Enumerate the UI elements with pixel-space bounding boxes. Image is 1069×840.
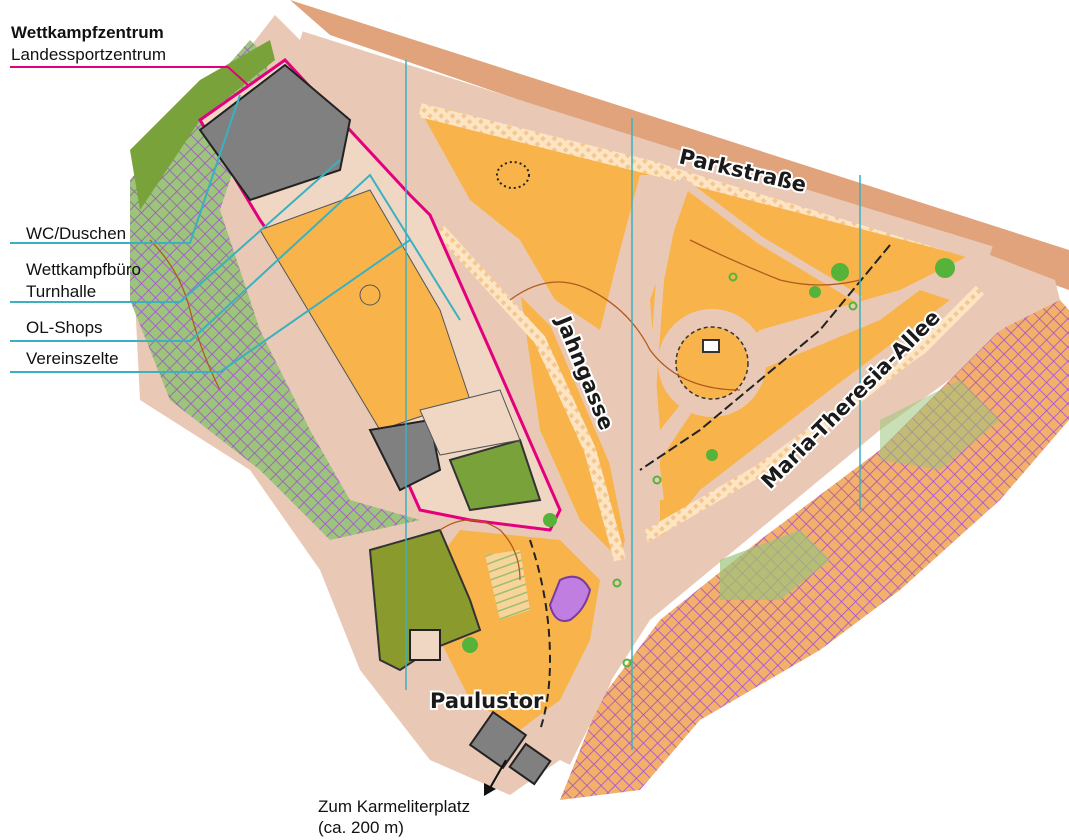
street-label-paulustor: Paulustor bbox=[430, 689, 544, 713]
direction-caption: Zum Karmeliterplatz (ca. 200 m) bbox=[318, 796, 470, 838]
west-green-zone bbox=[130, 40, 420, 540]
roundabout-monument bbox=[702, 339, 720, 353]
bush bbox=[543, 513, 557, 527]
small-building bbox=[368, 418, 442, 492]
road-center-diagonal bbox=[645, 179, 684, 501]
fence-allee bbox=[639, 244, 891, 471]
ring-marker bbox=[728, 272, 738, 282]
leader-line-title bbox=[10, 66, 249, 86]
direction-line-1: Zum Karmeliterplatz bbox=[318, 797, 471, 816]
direction-line-2: (ca. 200 m) bbox=[318, 818, 404, 837]
open-area-south bbox=[430, 530, 600, 730]
map-title: Wettkampfzentrum bbox=[11, 23, 164, 42]
checkered-path-allee bbox=[636, 285, 985, 546]
road-parkstrasse bbox=[297, 31, 993, 264]
southwest-olive-block bbox=[368, 528, 482, 672]
road-center-east bbox=[677, 176, 863, 304]
legend-label-wettkampfbuero: Wettkampfbüro bbox=[26, 260, 141, 279]
roundabout-center bbox=[675, 326, 749, 400]
road-jahngasse bbox=[371, 113, 652, 765]
contour-line bbox=[689, 239, 861, 286]
direction-arrow-icon bbox=[484, 783, 496, 796]
west-olive-strip bbox=[130, 40, 275, 210]
bush bbox=[935, 258, 955, 278]
paulustor-gate bbox=[468, 710, 528, 770]
southeast-green-patch-2 bbox=[880, 380, 1000, 470]
road-maria-theresia bbox=[634, 275, 1057, 570]
southeast-green-patch bbox=[720, 530, 830, 600]
legend-label-olshops: OL-Shops bbox=[26, 318, 103, 337]
bush bbox=[809, 286, 821, 298]
open-area-east bbox=[660, 290, 950, 540]
ring-marker bbox=[848, 301, 858, 311]
contour-line bbox=[509, 281, 741, 391]
ring-marker bbox=[622, 658, 632, 668]
leader-line-wettkampfbuero bbox=[10, 159, 341, 303]
legend-label-vereinszelte: Vereinszelte bbox=[26, 349, 119, 368]
checkered-path-jahngasse bbox=[435, 225, 626, 562]
leader-line-wc bbox=[10, 94, 241, 244]
bush bbox=[831, 263, 849, 281]
court-light bbox=[419, 389, 521, 456]
turnhalle-building bbox=[198, 63, 352, 202]
purple-feature bbox=[548, 575, 592, 622]
dashed-path bbox=[529, 539, 552, 731]
bush bbox=[462, 637, 478, 653]
paulustor-gate-2 bbox=[508, 742, 552, 786]
map-subtitle: Landessportzentrum bbox=[11, 45, 166, 64]
legend-label-turnhalle: Turnhalle bbox=[26, 282, 97, 301]
leader-line-olshops bbox=[10, 173, 461, 342]
contour-line bbox=[149, 239, 221, 391]
ring-marker bbox=[652, 475, 662, 485]
ring-marker bbox=[612, 578, 622, 588]
green-court bbox=[448, 438, 542, 512]
legend-label-wc: WC/Duschen bbox=[26, 224, 127, 243]
direction-arrow-line bbox=[489, 759, 507, 789]
southwest-small-building bbox=[409, 629, 441, 661]
leader-line-vereinszelte bbox=[10, 239, 411, 373]
contour-line bbox=[439, 519, 521, 581]
dotted-feature bbox=[496, 161, 530, 189]
bush bbox=[706, 449, 718, 461]
center-circle bbox=[359, 284, 381, 306]
